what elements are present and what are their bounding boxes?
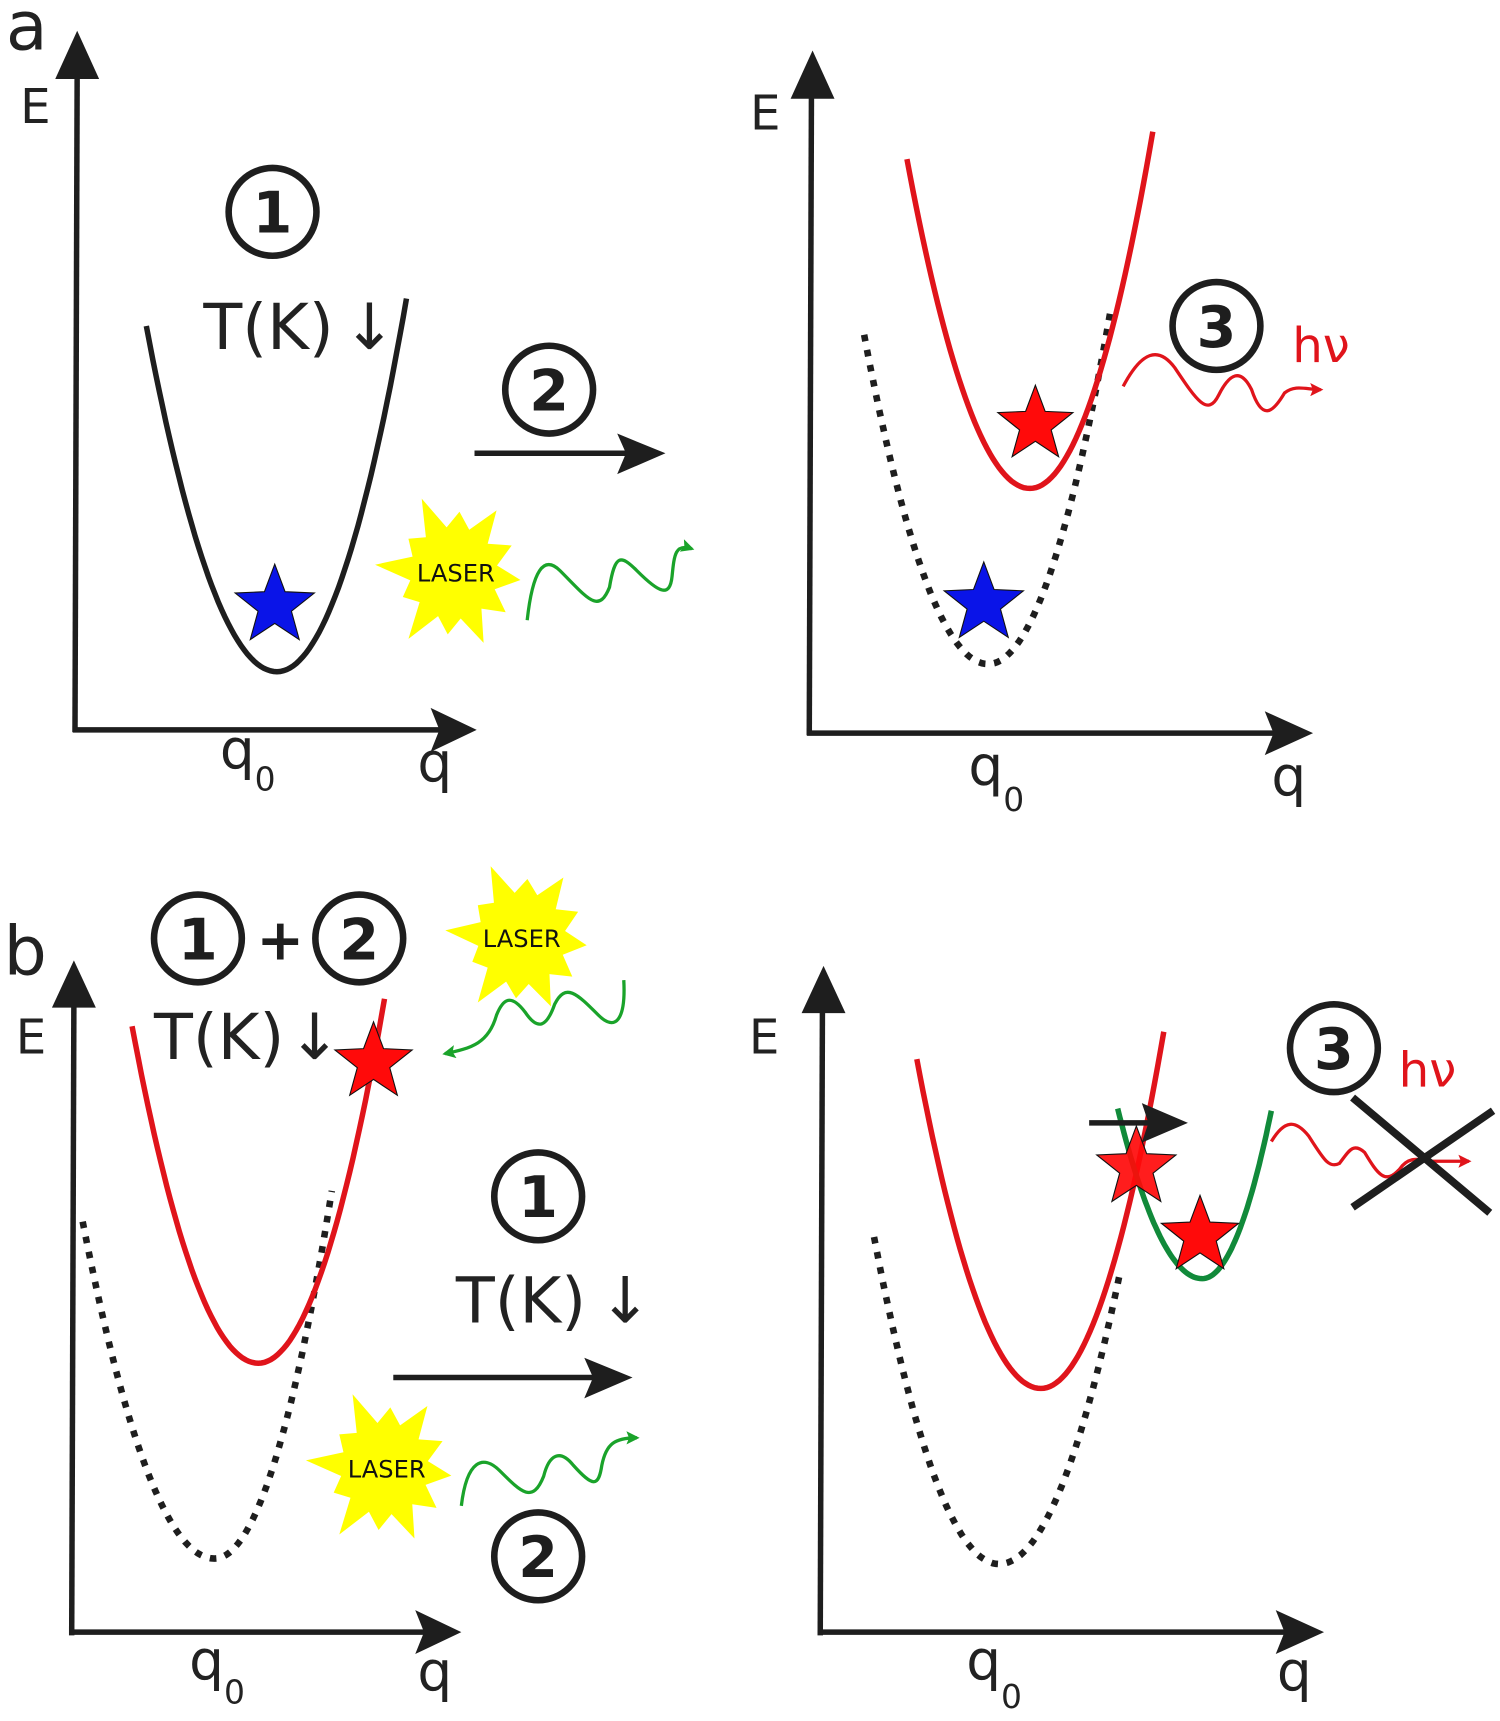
blue-star-icon bbox=[942, 560, 1025, 639]
y-axis-arrowhead bbox=[801, 965, 846, 1014]
red-star-icon bbox=[996, 383, 1075, 458]
emission-label: hν bbox=[1399, 1043, 1457, 1099]
excited-state-curve bbox=[904, 131, 1156, 492]
step-number: 2 bbox=[339, 907, 379, 973]
ground-state-curve-dotted bbox=[79, 1190, 336, 1562]
step-number: 3 bbox=[1197, 295, 1237, 361]
laser-burst-icon bbox=[375, 498, 521, 643]
y-axis-arrowhead bbox=[51, 960, 96, 1008]
excited-state-curve bbox=[129, 998, 388, 1366]
emission-wave bbox=[1269, 1122, 1472, 1179]
step-circle bbox=[1286, 1000, 1382, 1096]
x-axis-arrowhead bbox=[1275, 1610, 1325, 1655]
step-circle bbox=[490, 1149, 586, 1244]
red-star-icon bbox=[1159, 1193, 1241, 1270]
arrow-down-icon: ↓ bbox=[599, 1265, 652, 1339]
step-number: 1 bbox=[518, 1165, 558, 1231]
laser-wave bbox=[459, 1431, 640, 1507]
temperature-label: T(K) bbox=[153, 1001, 284, 1075]
x-axis-label: q bbox=[417, 1639, 452, 1703]
panel-b-right: E q q0 3 hν bbox=[749, 965, 1496, 1716]
red-star-icon bbox=[1095, 1124, 1178, 1203]
panel-a-right: E q q0 3 hν bbox=[750, 50, 1350, 819]
step-number: 2 bbox=[518, 1525, 558, 1591]
y-axis bbox=[806, 87, 815, 736]
cross-icon bbox=[1350, 1094, 1493, 1216]
panel-a-transition: 2 LASER bbox=[375, 342, 695, 643]
x-axis-label: q bbox=[417, 730, 452, 794]
y-axis-arrowhead bbox=[790, 50, 835, 99]
y-axis-arrowhead bbox=[55, 30, 100, 80]
step-number: 2 bbox=[529, 358, 569, 424]
shift-arrowhead bbox=[1141, 1103, 1188, 1143]
plus-sign: + bbox=[256, 907, 304, 973]
panel-b-left: b E q q0 1 + 2 T(K) ↓ LASER bbox=[4, 866, 626, 1711]
laser-wave bbox=[442, 980, 626, 1059]
panel-b-transition: 1 T(K) ↓ LASER 2 bbox=[305, 1149, 652, 1604]
laser-wave bbox=[525, 539, 695, 621]
temperature-label: T(K) bbox=[202, 291, 333, 365]
blue-star-icon bbox=[233, 562, 316, 641]
panel-label-b: b bbox=[4, 913, 47, 992]
arrow-down-icon: ↓ bbox=[288, 1001, 341, 1075]
panel-a-left: a E q q0 1 T(K) ↓ bbox=[6, 0, 477, 798]
y-axis-label: E bbox=[20, 79, 51, 135]
x-axis-arrowhead bbox=[1264, 711, 1314, 756]
q0-label: q0 bbox=[968, 734, 1024, 819]
q0-label: q0 bbox=[189, 1628, 245, 1711]
x-axis-arrowhead bbox=[415, 1610, 462, 1655]
y-axis bbox=[68, 998, 77, 1636]
cross-icon bbox=[1350, 1107, 1496, 1211]
x-axis-arrowhead bbox=[430, 707, 477, 752]
y-axis-label: E bbox=[16, 1010, 47, 1066]
ground-state-curve bbox=[143, 298, 410, 675]
step-number: 1 bbox=[253, 181, 293, 247]
q0-label: q0 bbox=[220, 717, 276, 798]
x-axis-label: q bbox=[1277, 1639, 1312, 1703]
arrow-down-icon: ↓ bbox=[343, 291, 396, 365]
step-circle bbox=[312, 891, 407, 986]
step-circle bbox=[150, 891, 246, 986]
step-number: 3 bbox=[1314, 1017, 1354, 1083]
trap-state-curve bbox=[1115, 1107, 1275, 1282]
emission-label: hν bbox=[1292, 318, 1350, 374]
step-circle bbox=[490, 1509, 586, 1604]
panel-label-a: a bbox=[6, 0, 48, 66]
step-circle bbox=[501, 342, 597, 437]
emission-wave bbox=[1121, 353, 1324, 413]
laser-label: LASER bbox=[417, 560, 495, 588]
laser-burst-icon bbox=[305, 1394, 452, 1539]
q0-label: q0 bbox=[966, 1628, 1022, 1716]
step-number: 1 bbox=[178, 907, 218, 973]
laser-burst-icon bbox=[445, 866, 587, 1007]
excited-state-curve bbox=[914, 1031, 1167, 1392]
ground-state-curve-dotted bbox=[860, 306, 1115, 668]
y-axis-label: E bbox=[749, 1010, 780, 1066]
transition-arrowhead bbox=[617, 433, 666, 475]
y-axis bbox=[817, 1004, 826, 1636]
step-circle bbox=[225, 164, 320, 260]
ground-state-curve-dotted bbox=[870, 1236, 1124, 1568]
y-axis bbox=[72, 65, 80, 733]
step-circle bbox=[1169, 278, 1264, 374]
laser-label: LASER bbox=[483, 925, 561, 953]
temperature-label: T(K) bbox=[455, 1265, 586, 1339]
red-star-icon bbox=[333, 1020, 414, 1097]
x-axis-label: q bbox=[1271, 745, 1306, 809]
transition-arrowhead bbox=[584, 1357, 633, 1399]
y-axis-label: E bbox=[750, 86, 781, 142]
laser-label: LASER bbox=[348, 1455, 426, 1483]
